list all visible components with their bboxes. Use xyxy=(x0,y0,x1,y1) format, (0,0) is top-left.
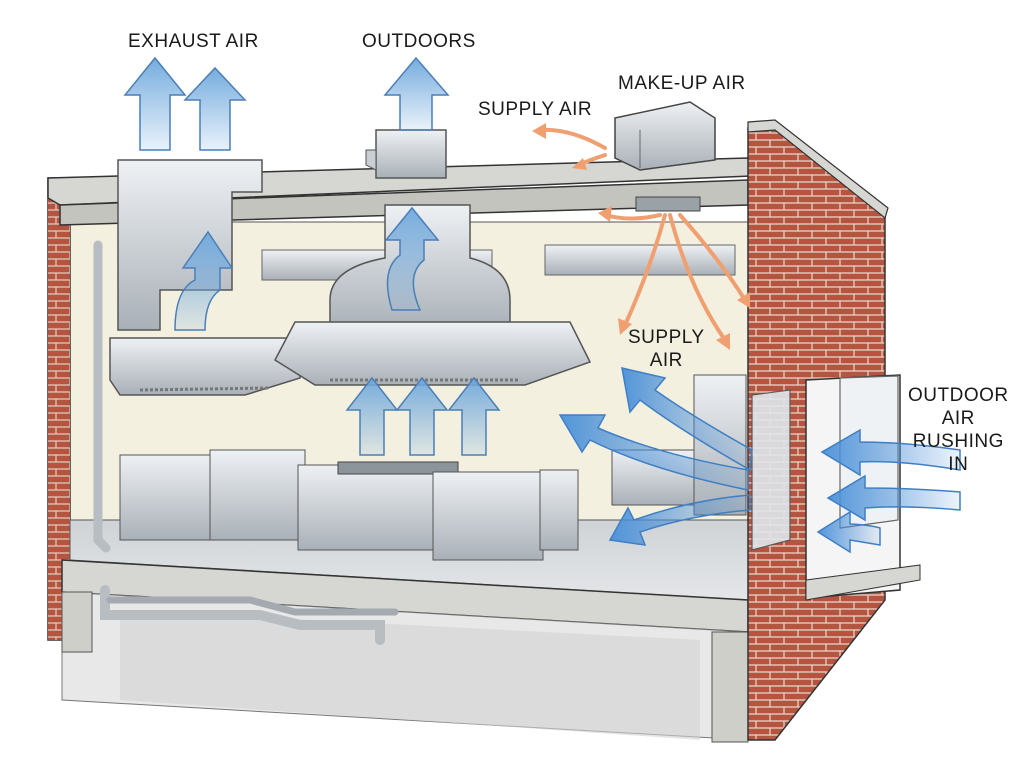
fryer xyxy=(432,471,544,561)
make-up-air-unit xyxy=(614,101,716,171)
label-supply-line-1: SUPPLY xyxy=(628,327,705,348)
interior-arrow-3 xyxy=(608,494,751,546)
exhaust-stack-cap xyxy=(365,149,377,171)
exhaust-arrow-hood-2 xyxy=(395,376,449,456)
underfloor-pipe-2 xyxy=(106,596,399,616)
supply-arrow-interior-1 xyxy=(603,213,662,221)
interior-arrow-2 xyxy=(558,414,749,491)
outdoor-arrow-2 xyxy=(826,474,961,522)
exhaust-arrow-duct-2 xyxy=(384,206,440,311)
left-wall-brick xyxy=(48,178,70,640)
exhaust-arrow-duct-1 xyxy=(174,230,234,331)
hood-center xyxy=(274,321,592,386)
open-door xyxy=(751,389,791,551)
ceiling-diffuser xyxy=(635,196,701,212)
right-wall-cap xyxy=(747,119,889,220)
hood-left xyxy=(109,337,301,396)
range-left-2 xyxy=(209,449,306,541)
exhaust-arrow-hood-3 xyxy=(447,376,501,456)
underfloor-pipe xyxy=(100,585,385,645)
label-supply-line-2: AIR xyxy=(649,350,683,371)
exhaust-arrow-hood-1 xyxy=(345,376,399,456)
label-supply-air-interior: SUPPLY AIR xyxy=(628,326,705,372)
exhaust-arrow-roof-2 xyxy=(183,66,247,151)
label-outdoor-line-3: RUSHING xyxy=(912,431,1004,452)
supply-arrow-interior-2 xyxy=(623,213,667,327)
label-exhaust-air: EXHAUST AIR xyxy=(128,31,259,52)
label-outdoor-line-1: OUTDOOR xyxy=(908,385,1009,406)
exhaust-duct-left xyxy=(117,159,263,331)
label-outdoor-line-2: AIR xyxy=(941,408,975,429)
basement-right-column xyxy=(711,631,749,743)
label-outdoor-air: OUTDOOR AIR RUSHING IN xyxy=(908,384,1009,476)
supply-arrowheads xyxy=(532,123,750,350)
exhaust-stack-center xyxy=(375,129,447,179)
outdoor-arrow-3 xyxy=(816,510,881,554)
basement-left-column xyxy=(61,591,93,653)
label-outdoor-line-4: IN xyxy=(948,454,969,475)
window-sill xyxy=(805,564,921,601)
label-make-up-air: MAKE-UP AIR xyxy=(618,73,746,94)
drain-pipe xyxy=(93,240,111,553)
supply-arrow-interior-3 xyxy=(668,213,727,342)
island-range-top xyxy=(337,461,459,475)
supply-arrow-interior-4 xyxy=(678,213,747,302)
outdoor-arrow-1 xyxy=(820,428,961,477)
label-supply-air-top: SUPPLY AIR xyxy=(478,99,593,120)
supply-air-arrows xyxy=(538,127,747,342)
exhaust-arrow-outdoors xyxy=(383,56,450,131)
ceiling-duct-2 xyxy=(544,244,736,276)
label-outdoors: OUTDOORS xyxy=(362,31,476,52)
range-left xyxy=(119,454,211,541)
island-range xyxy=(297,464,434,551)
supply-arrow-top-1 xyxy=(538,127,607,150)
outdoor-air-arrows xyxy=(558,367,961,554)
basement-shadow xyxy=(120,610,700,740)
exhaust-arrows xyxy=(123,56,501,456)
prep-counter xyxy=(539,469,579,551)
exhaust-arrow-roof-1 xyxy=(123,56,187,151)
interior-arrow-1 xyxy=(621,367,753,472)
